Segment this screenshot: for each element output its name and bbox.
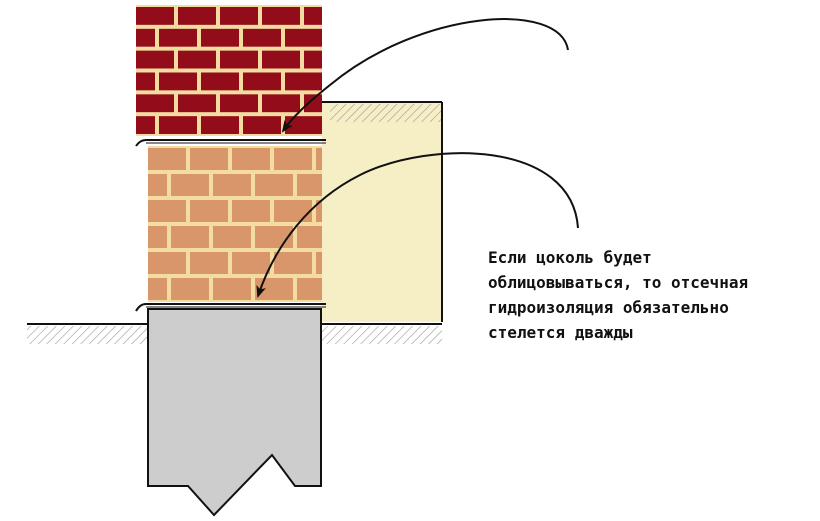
plinth-wall-brick — [148, 278, 167, 300]
upper-wall-brick — [304, 7, 322, 25]
plinth-wall-brick — [171, 226, 209, 248]
plinth-wall-brick — [232, 148, 270, 170]
plinth-wall-brick — [274, 252, 312, 274]
upper-wall-brick — [178, 50, 216, 69]
arrow-to-lower-waterproofing — [256, 152, 579, 298]
upper-wall-mortar — [136, 5, 322, 136]
plinth-wall-mortar — [148, 146, 322, 302]
upper-wall-brick — [243, 28, 281, 47]
upper-wall-brick — [243, 72, 281, 91]
plinth-wall-brick — [232, 200, 270, 222]
annotation-line-1: Если цоколь будет — [488, 248, 652, 267]
ground-hatch-left — [27, 326, 148, 344]
upper-wall-brick — [285, 116, 322, 134]
plinth-wall-brick — [316, 200, 322, 222]
upper-wall-brick — [243, 116, 281, 134]
upper-wall-brick — [285, 72, 322, 91]
plinth-wall-brick — [171, 174, 209, 196]
ground-hatch-right — [322, 326, 442, 344]
concrete-foundation — [147, 308, 322, 517]
plinth-wall-brick — [190, 252, 228, 274]
upper-wall-brick — [262, 7, 300, 25]
lower-waterproofing — [135, 303, 326, 312]
annotation-line-2: облицовываться, то отсечная — [488, 273, 749, 292]
plinth-wall-brick — [171, 278, 209, 300]
upper-wall-brick — [220, 7, 258, 25]
upper-wall-brick — [262, 50, 300, 69]
plinth-wall-brick — [213, 174, 251, 196]
upper-wall-brick — [220, 94, 258, 113]
plinth-wall-brick — [297, 174, 322, 196]
plinth-wall-brick — [255, 174, 293, 196]
plinth-wall-brick — [148, 226, 167, 248]
upper-wall-brick — [136, 28, 155, 47]
upper-wall-brick — [136, 94, 174, 113]
annotation-line-4: стелется дважды — [488, 323, 633, 342]
annotation-text: Если цоколь будет облицовываться, то отс… — [488, 245, 808, 345]
upper-wall-brick — [159, 116, 197, 134]
annotation-line-3: гидроизоляция обязательно — [488, 298, 729, 317]
insulation-layer — [322, 102, 442, 322]
upper-wall-brick — [304, 94, 322, 113]
upper-wall-brick — [178, 94, 216, 113]
plinth-wall-brick — [316, 148, 322, 170]
arrow-to-upper-waterproofing — [281, 18, 569, 133]
upper-wall-brick — [220, 50, 258, 69]
upper-brick-wall — [136, 5, 322, 136]
plinth-wall-brick — [213, 278, 251, 300]
upper-wall-brick — [285, 28, 322, 47]
upper-wall-brick — [262, 94, 300, 113]
plinth-wall-brick — [274, 200, 312, 222]
upper-wall-brick — [136, 7, 174, 25]
upper-wall-brick — [201, 116, 239, 134]
plinth-wall-brick — [274, 148, 312, 170]
upper-wall-brick — [178, 7, 216, 25]
plinth-wall-brick — [297, 226, 322, 248]
insulation-top-hatch — [330, 104, 442, 122]
plinth-wall-brick — [148, 200, 186, 222]
plinth-wall-brick — [148, 148, 186, 170]
plinth-wall-brick — [148, 174, 167, 196]
plinth-wall-brick — [297, 278, 322, 300]
plinth-wall-brick — [232, 252, 270, 274]
plinth-wall-brick — [190, 148, 228, 170]
upper-wall-brick — [201, 28, 239, 47]
upper-wall-brick — [201, 72, 239, 91]
upper-wall-brick — [136, 72, 155, 91]
plinth-brick-wall — [148, 146, 322, 302]
plinth-wall-brick — [190, 200, 228, 222]
upper-wall-brick — [304, 50, 322, 69]
plinth-wall-brick — [148, 252, 186, 274]
plinth-wall-brick — [213, 226, 251, 248]
upper-wall-brick — [159, 72, 197, 91]
plinth-wall-brick — [316, 252, 322, 274]
upper-wall-brick — [136, 50, 174, 69]
upper-wall-brick — [136, 116, 155, 134]
upper-wall-brick — [159, 28, 197, 47]
upper-waterproofing — [135, 139, 326, 147]
